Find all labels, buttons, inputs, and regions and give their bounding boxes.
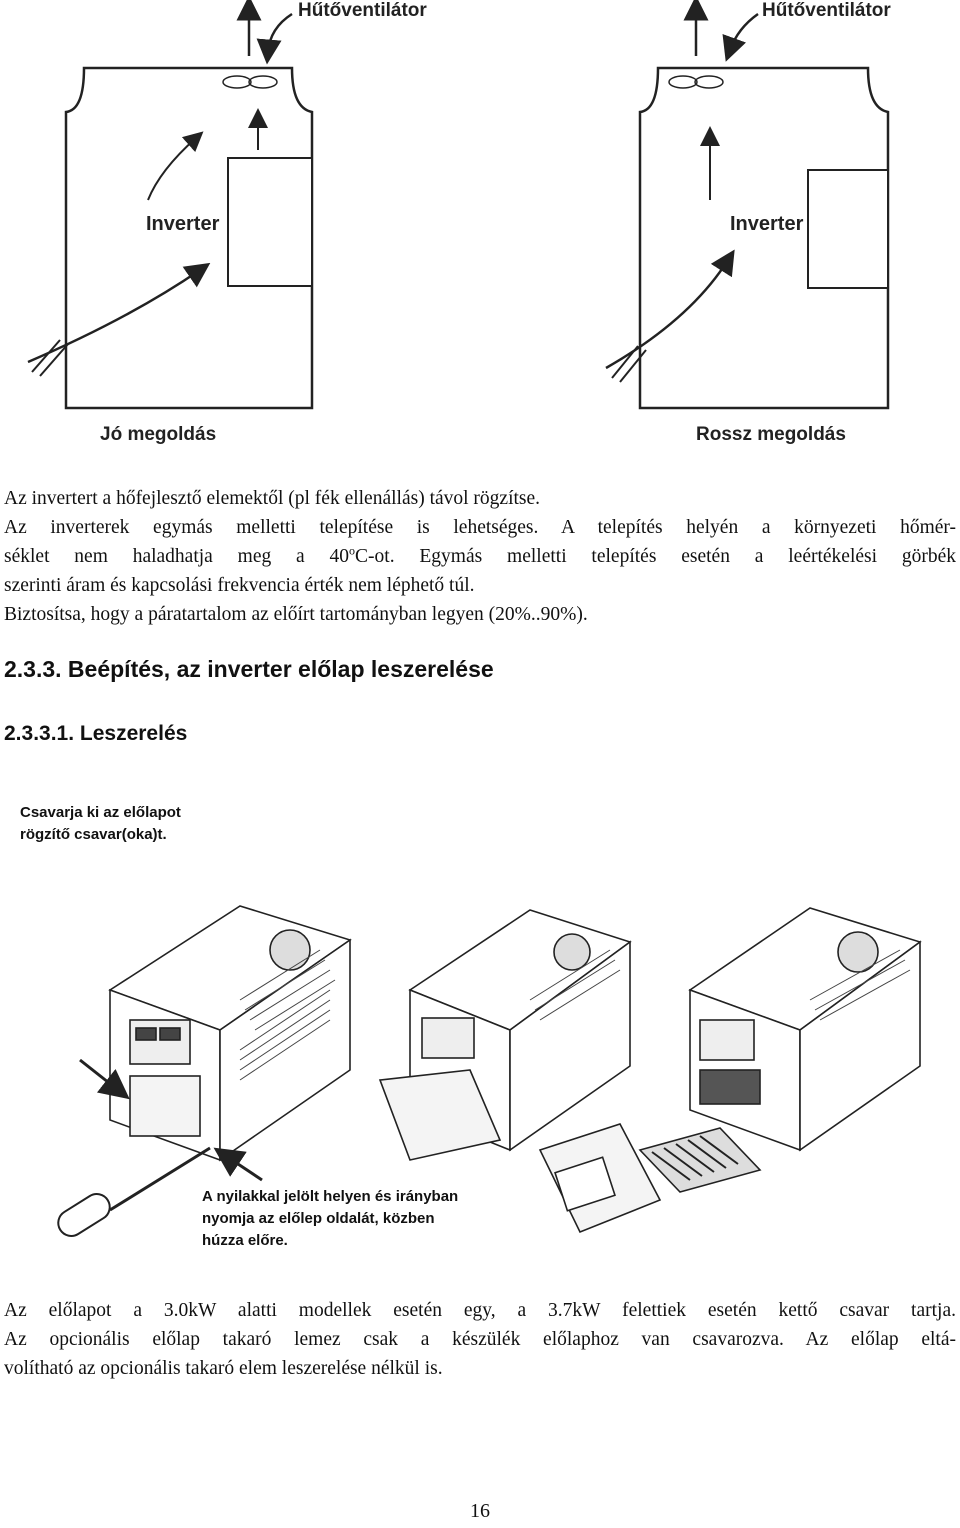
fan-label: Hűtőventilátor xyxy=(762,0,891,21)
intro-paragraph: Az invertert a hőfejlesztő elemektől (pl… xyxy=(4,484,956,629)
inverter-unit-2 xyxy=(378,909,662,1234)
cabinet-outline xyxy=(638,66,890,410)
outro-paragraph: Az előlapot a 3.0kW alatti modellek eset… xyxy=(4,1296,956,1383)
intro-line: séklet nem haladhatja meg a 40oC-ot. Egy… xyxy=(4,543,956,568)
section-heading: 2.3.3. Beépítés, az inverter előlap lesz… xyxy=(4,656,494,682)
bad-solution-diagram: Hűtőventilátor Inverter Rossz megoldás xyxy=(605,0,891,445)
screwdriver-icon xyxy=(57,1146,211,1237)
inverter-label: Inverter xyxy=(730,213,804,235)
outro-line: Az opcionális előlap takaró lemez csak a… xyxy=(4,1329,956,1350)
good-caption: Jó megoldás xyxy=(100,424,216,445)
cabinet-outline xyxy=(64,66,314,410)
figure-caption-top: Csavarja ki az előlapot rögzítő csavar(o… xyxy=(20,804,181,843)
fan-label: Hűtőventilátor xyxy=(298,0,427,21)
intro-line: Biztosítsa, hogy a páratartalom az előír… xyxy=(4,604,588,625)
push-arrow xyxy=(213,1147,263,1182)
inverter-box xyxy=(807,169,889,289)
fan-pointer-arrow xyxy=(722,12,759,62)
intro-line: szerinti áram és kapcsolási frekvencia é… xyxy=(4,575,475,596)
inverter-box xyxy=(227,157,313,287)
inverter-unit-1 xyxy=(108,905,352,1162)
bad-caption: Rossz megoldás xyxy=(696,424,846,445)
inverter-unit-3 xyxy=(638,907,922,1193)
intake-arrow xyxy=(605,249,735,370)
good-solution-diagram: Hűtőventilátor Inverter Jó megoldás xyxy=(27,0,427,445)
intro-line: Az inverterek egymás melletti telepítése… xyxy=(4,517,956,538)
outro-line: Az előlapot a 3.0kW alatti modellek eset… xyxy=(4,1300,956,1321)
inverter-label: Inverter xyxy=(146,213,220,235)
page-number: 16 xyxy=(470,1500,490,1522)
push-arrow xyxy=(79,1058,130,1100)
intake-arrow xyxy=(27,262,211,364)
outro-line: volítható az opcionális takaró elem lesz… xyxy=(4,1358,443,1379)
fan-icon xyxy=(222,75,278,89)
cover-removal-figure xyxy=(57,905,922,1237)
intro-line: Az invertert a hőfejlesztő elemektől (pl… xyxy=(4,488,541,509)
fan-icon xyxy=(668,75,724,89)
subsection-heading: 2.3.3.1. Leszerelés xyxy=(4,722,188,745)
ventilation-diagrams: Hűtőventilátor Inverter Jó megoldás Hűtő… xyxy=(27,0,891,445)
airflow-arrow xyxy=(147,131,204,201)
figure-caption-bottom: A nyilakkal jelölt helyen és irányban ny… xyxy=(202,1188,459,1249)
fan-pointer-arrow xyxy=(256,12,293,65)
